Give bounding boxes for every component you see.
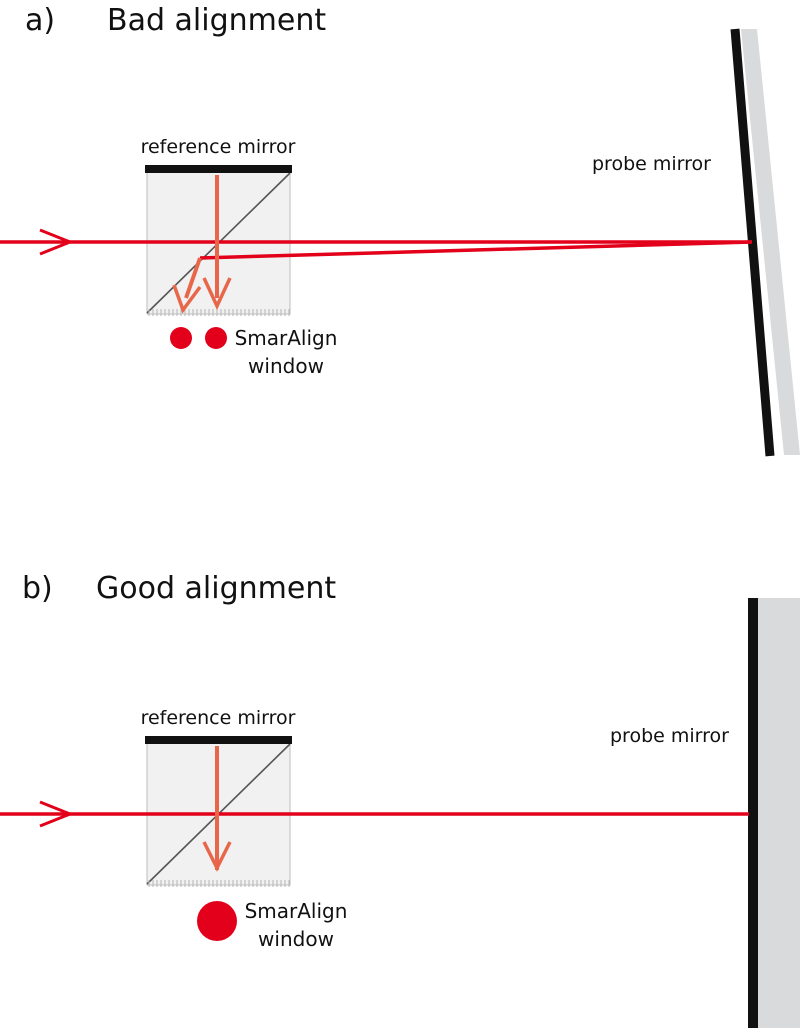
panel-b-reference-mirror xyxy=(145,736,292,744)
panel-b-probe-mirror-surface xyxy=(748,598,758,1028)
panel-a-probe-mirror-back xyxy=(741,29,800,455)
panel-a-reference-mirror xyxy=(145,165,292,173)
panel-a-input-arrow xyxy=(39,228,75,256)
panel-a-deflected-arrow xyxy=(172,284,202,314)
panel-a-probe-mirror-surface xyxy=(730,28,775,457)
panel-a-deflected-beam xyxy=(184,257,202,299)
panel-a-returning-beam xyxy=(199,240,753,260)
panel-b-letter: b) xyxy=(22,571,53,606)
panel-b-smaralign-window-edge xyxy=(147,880,290,887)
panel-a-probe-mirror-label: probe mirror xyxy=(592,153,711,175)
panel-b-laser-beam xyxy=(0,800,749,828)
panel-a-window-label-line1: SmarAlign xyxy=(235,326,338,350)
panel-a-window-label-line2: window xyxy=(248,354,324,378)
panel-a-bad-alignment: a) Bad alignment probe mirror reference … xyxy=(0,3,800,457)
panel-a-spot-left xyxy=(170,327,192,349)
panel-b-good-alignment: b) Good alignment probe mirror reference… xyxy=(0,571,800,1028)
panel-b-probe-mirror-label: probe mirror xyxy=(610,725,729,747)
panel-a-reference-arrow xyxy=(202,277,232,311)
panel-a-reference-mirror-label: reference mirror xyxy=(141,136,296,158)
panel-b-window-label-line2: window xyxy=(258,927,334,951)
panel-b-title: Good alignment xyxy=(96,571,336,606)
panel-a-laser-beam xyxy=(0,228,752,256)
panel-a-probe-mirror xyxy=(730,28,800,457)
panel-b-reference-mirror-label: reference mirror xyxy=(141,707,296,729)
panel-a-letter: a) xyxy=(25,3,55,38)
panel-b-reference-arm-beams xyxy=(202,746,232,872)
panel-a-reference-arm-beams xyxy=(172,175,232,314)
panel-a-title: Bad alignment xyxy=(107,3,326,38)
panel-b-probe-mirror-back xyxy=(757,598,800,1028)
panel-b-spot-overlapped xyxy=(197,901,237,941)
panel-a-spot-right xyxy=(205,327,227,349)
panel-b-input-arrow xyxy=(39,800,75,828)
panel-b-window-label-line1: SmarAlign xyxy=(245,899,348,923)
panel-a-smaralign-window-edge xyxy=(147,309,290,316)
panel-b-reference-arrow xyxy=(202,841,232,872)
panel-b-probe-mirror xyxy=(748,598,800,1028)
